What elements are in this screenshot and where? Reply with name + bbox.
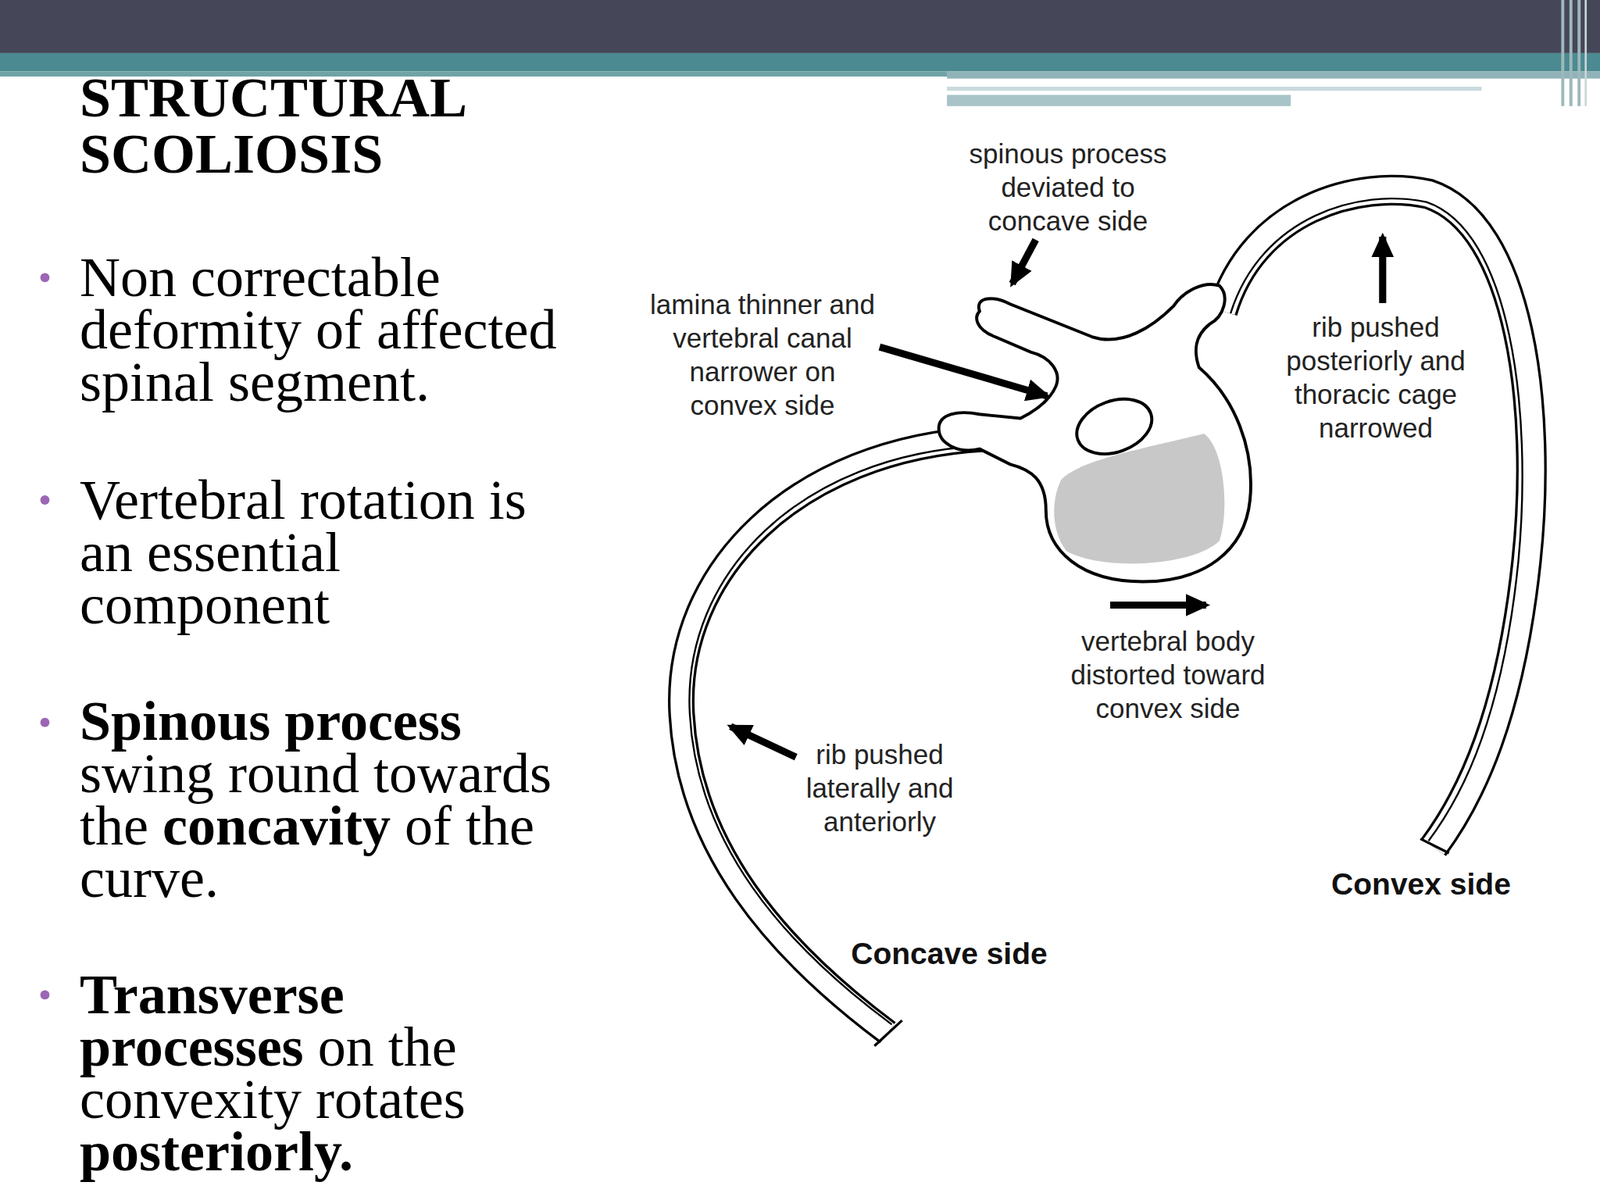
header-band — [946, 94, 1291, 106]
side-label: Concave side — [824, 936, 1075, 972]
header-stripe — [1584, 0, 1587, 107]
leader-arrow — [879, 346, 1047, 397]
header-stripe — [1577, 0, 1581, 107]
bullet-text: Vertebral rotation is an essential compo… — [79, 468, 527, 636]
bullet-text-bold: Transverse processes — [79, 963, 345, 1079]
slide-title: STRUCTURAL SCOLIOSIS — [79, 69, 518, 183]
leader-arrow — [1012, 239, 1036, 284]
header-band — [946, 71, 1600, 79]
annotation-label: lamina thinner and vertebral canal narro… — [646, 287, 879, 422]
header-stripe — [1569, 0, 1573, 107]
bullet-text-bold: posteriorly. — [79, 1120, 354, 1183]
header-bar — [0, 0, 1600, 54]
annotation-label: rib pushed posteriorly and thoracic cage… — [1282, 310, 1470, 445]
bullet-dot — [40, 495, 50, 505]
leader-arrow — [1110, 601, 1207, 609]
bullet-item: Transverse processes on the convexity ro… — [79, 968, 572, 1179]
header-stripe — [1560, 0, 1565, 107]
annotation-label: vertebral body distorted toward convex s… — [1062, 624, 1274, 725]
header-band — [946, 86, 1482, 91]
bullet-dot — [40, 272, 50, 283]
bullet-dot — [40, 717, 50, 728]
bullet-text: Non correctable deformity of affected sp… — [79, 246, 557, 414]
header-band — [0, 53, 1600, 72]
bullet-dot — [40, 990, 50, 1000]
annotation-label: rib pushed laterally and anteriorly — [785, 737, 974, 839]
side-label: Convex side — [1296, 867, 1547, 902]
bullet-item: Spinous process swing round towards the … — [79, 695, 572, 905]
leader-arrow — [730, 726, 797, 758]
bullet-item: Vertebral rotation is an essential compo… — [79, 474, 572, 632]
vertebra — [939, 284, 1251, 582]
leader-arrow — [1378, 236, 1386, 304]
bullet-item: Non correctable deformity of affected sp… — [79, 251, 572, 409]
annotation-label: spinous process deviated to concave side — [954, 136, 1182, 238]
convex-rib — [1222, 189, 1532, 854]
